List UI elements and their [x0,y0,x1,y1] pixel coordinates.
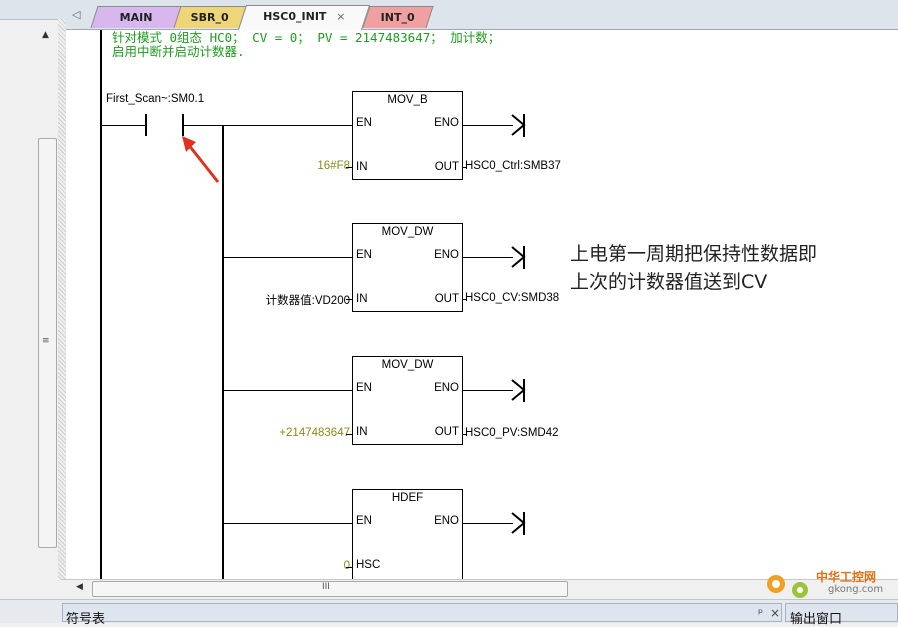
block-title: HDEF [391,492,424,504]
tab-hsc0-init[interactable]: HSC0_INIT × [237,5,371,30]
annotation-line1: 上电第一周期把保持性数据即 [570,243,818,265]
in-pin: IN [356,293,368,305]
tab-int-0[interactable]: INT_0 [362,6,434,28]
mov-dw-block[interactable]: MOV_DW EN ENO IN OUT [352,223,463,312]
ladder-editor-canvas[interactable] [66,30,898,581]
eno-pin: ENO [434,249,459,261]
block-title: MOV_DW [381,226,434,238]
in-pin: IN [356,161,368,173]
vertical-scroll-grip: ≡ [42,336,50,346]
branch-wire [224,390,352,391]
symbol-table-title[interactable]: 符号表 [66,612,106,627]
eno-pin: ENO [434,117,459,129]
tab-close-icon[interactable]: × [336,10,346,23]
output-window-title[interactable]: 输出窗口 [790,612,843,627]
en-pin: EN [356,249,372,261]
out-wire [463,167,466,168]
watermark-logo-icon [767,575,808,598]
in-wire [346,299,352,300]
en-pin: EN [356,515,372,527]
in-pin: IN [356,426,368,438]
tab-hsc0-init-label: HSC0_INIT [263,10,327,23]
out-wire [463,299,466,300]
watermark-url: gkong.com [828,584,884,595]
en-pin: EN [356,117,372,129]
tab-scroll-left-icon[interactable]: ◁ [72,8,81,21]
output-arrow-icon [511,246,526,269]
in-wire [346,567,352,568]
mov-dw-2-out-value[interactable]: HSC0_PV:SMD42 [465,427,559,439]
power-rail [100,30,102,581]
eno-wire [463,257,513,258]
horizontal-scroll-thumb[interactable] [92,581,568,597]
mov-dw-out-value[interactable]: HSC0_CV:SMD38 [465,292,560,304]
out-pin: OUT [434,293,459,305]
in-wire [346,434,352,435]
mov-b-in-value[interactable]: 16#F8 [317,160,350,172]
eno-pin: ENO [434,382,459,394]
mov-dw-2-in-value[interactable]: +2147483647 [279,427,350,439]
tab-sbr-0[interactable]: SBR_0 [173,6,247,28]
left-panel [0,0,38,622]
hdef-block[interactable]: HDEF EN ENO HSC [352,489,463,581]
out-pin: OUT [434,161,459,173]
mov-b-block[interactable]: MOV_B EN ENO IN OUT [352,91,463,180]
in-wire [346,167,352,168]
out-wire [463,434,466,435]
branch-wire [224,257,352,258]
eno-pin: ENO [434,515,459,527]
pin-icon[interactable]: ᵖ [758,606,764,620]
output-arrow-icon [511,114,526,137]
mov-dw-in-value[interactable]: 计数器值:VD200 [265,295,350,307]
close-icon[interactable]: × [770,606,781,620]
tab-main[interactable]: MAIN [90,6,182,28]
tab-sbr-0-label: SBR_0 [190,11,229,24]
left-panel-header [0,0,62,20]
horizontal-scroll-grip: III [322,582,330,592]
network-comment-line1: 针对模式 0组态 HC0； CV = 0； PV = 2147483647； 加… [112,30,501,45]
block-title: MOV_DW [381,359,434,371]
contact-right-bar[interactable] [182,114,184,136]
contact-left-bar[interactable] [145,114,147,136]
mov-dw-block-2[interactable]: MOV_DW EN ENO IN OUT [352,356,463,445]
branch-wire [222,125,224,581]
editor-gutter [58,19,66,581]
eno-wire [463,390,513,391]
tab-main-label: MAIN [119,11,153,24]
branch-wire [224,523,352,524]
watermark-text: 中华工控网 [816,570,877,584]
annotation-arrow-icon [182,136,220,183]
scroll-up-arrow-icon[interactable]: ▲ [42,30,49,40]
vertical-scroll-thumb[interactable] [38,138,57,548]
tab-int-0-label: INT_0 [380,11,415,24]
hsc-pin: HSC [356,559,381,571]
rung-wire [102,125,146,126]
block-title: MOV_B [387,94,428,106]
contact-label: First_Scan~:SM0.1 [106,93,205,105]
mov-b-out-value[interactable]: HSC0_Ctrl:SMB37 [465,160,561,172]
symbol-table-panel[interactable] [62,603,782,622]
out-pin: OUT [434,426,459,438]
output-arrow-icon [511,512,526,535]
scroll-left-arrow-icon[interactable]: ◀ [76,582,83,592]
rung-wire [184,125,352,126]
en-pin: EN [356,382,372,394]
eno-wire [463,523,513,524]
hdef-hsc-value[interactable]: 0 [343,560,350,572]
eno-wire [463,125,513,126]
annotation-line2: 上次的计数器值送到CV [570,271,768,293]
network-comment-line2: 启用中断并启动计数器. [112,44,245,59]
output-arrow-icon [511,379,526,402]
